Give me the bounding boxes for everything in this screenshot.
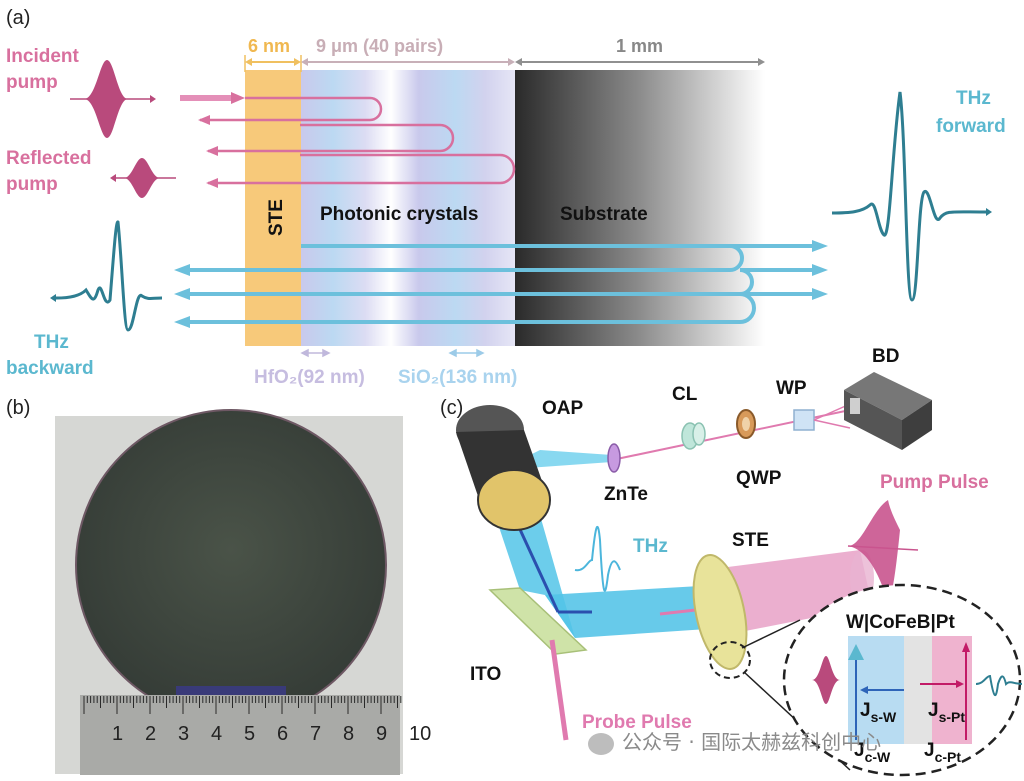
wp-label: WP: [776, 378, 807, 399]
incident-pump-label-1: Incident: [6, 46, 80, 67]
ste-disk: [692, 554, 748, 670]
ruler: [80, 695, 400, 775]
ste-label: STE: [266, 199, 287, 236]
hfo2-label: HfO₂(92 nm): [254, 367, 365, 388]
j-sw-label: Js-W: [860, 700, 897, 725]
ruler-number: 5: [244, 723, 255, 745]
j-cw-label: Jc-W: [854, 740, 891, 765]
pump-beams: [180, 92, 516, 188]
znte-label: ZnTe: [604, 484, 648, 505]
cl-lens: [681, 422, 706, 450]
ruler-number: 3: [178, 723, 189, 745]
photonic-crystals-label: Photonic crystals: [320, 204, 478, 225]
dim-ste-label: 6 nm: [248, 36, 290, 56]
incident-pump-label-2: pump: [6, 72, 58, 93]
hfo2-marker: [300, 348, 331, 358]
thz-label: THz: [633, 536, 668, 557]
wp-prism: [793, 409, 815, 431]
cl-label: CL: [672, 384, 698, 405]
pump-pulse-c: [848, 500, 900, 600]
ruler-ticks: [83, 696, 402, 714]
ito-plate: [488, 587, 588, 655]
inset-title: W|CoFeB|Pt: [846, 612, 955, 633]
ruler-number: 6: [277, 723, 288, 745]
watermark: 公众号 · 国际太赫兹科创中心: [588, 726, 1008, 756]
ruler-number: 8: [343, 723, 354, 745]
j-cpt-label: Jc-Pt: [924, 740, 961, 765]
ruler-number: 10: [409, 723, 431, 745]
sio2-marker: [448, 348, 485, 358]
panel-c-label: (c): [440, 397, 463, 419]
ruler-number: 9: [376, 723, 387, 745]
ruler-number: 1: [112, 723, 123, 745]
reflected-pump-label-2: pump: [6, 174, 58, 195]
j-spt-label: Js-Pt: [928, 700, 965, 725]
oap-mirror: [456, 405, 551, 531]
thz-backward-label-2: backward: [6, 358, 94, 379]
probe-beam: [549, 639, 569, 741]
thz-forward-label-2: forward: [936, 116, 1006, 137]
wafer-flat-edge: [176, 686, 286, 696]
thz-beams: [174, 240, 828, 328]
thz-forward-waveform: [831, 91, 989, 302]
bd-detector: [844, 372, 932, 450]
inset-thz-waveform: [975, 674, 1023, 696]
ste-layer: [245, 70, 301, 346]
wechat-icon: [588, 732, 614, 755]
inset-pump-pulse: [812, 656, 840, 704]
panel-a-label: (a): [6, 7, 30, 29]
panel-b-label: (b): [6, 397, 30, 419]
ruler-number: 7: [310, 723, 321, 745]
znte-crystal: [607, 443, 621, 473]
dim-pc-label: 9 μm (40 pairs): [316, 36, 443, 56]
oap-label: OAP: [542, 398, 584, 419]
bd-label: BD: [872, 346, 899, 367]
ruler-number: 2: [145, 723, 156, 745]
thz-pulse-squiggle: [574, 525, 621, 592]
dimension-substrate: [515, 58, 765, 66]
ito-label: ITO: [470, 664, 501, 685]
probe-pulse-label: Probe Pulse: [582, 712, 692, 733]
photonic-crystal-layer: [301, 70, 515, 346]
ste-label-c: STE: [732, 530, 769, 551]
thz-forward-label-1: THz: [956, 88, 991, 109]
pump-pulse-label: Pump Pulse: [880, 472, 989, 493]
thz-backward-label-1: THz: [34, 332, 69, 353]
dim-sub-label: 1 mm: [616, 36, 663, 56]
dimension-ste: [244, 55, 302, 72]
dimension-pc: [301, 58, 515, 66]
thz-backward-waveform: [55, 220, 163, 332]
wafer: [75, 409, 387, 721]
sio2-label: SiO₂(136 nm): [398, 367, 517, 388]
reflected-pump-label-1: Reflected: [6, 148, 92, 169]
substrate-label: Substrate: [560, 204, 648, 225]
qwp-plate: [736, 409, 756, 439]
qwp-label: QWP: [736, 468, 782, 489]
ruler-number: 4: [211, 723, 222, 745]
substrate-layer: [515, 70, 765, 346]
zoom-circle-small: [709, 641, 751, 679]
watermark-text: 公众号 · 国际太赫兹科创中心: [622, 730, 882, 754]
thz-beam-segment-1: [545, 586, 722, 638]
inset-cofeb-layer: [904, 636, 932, 744]
